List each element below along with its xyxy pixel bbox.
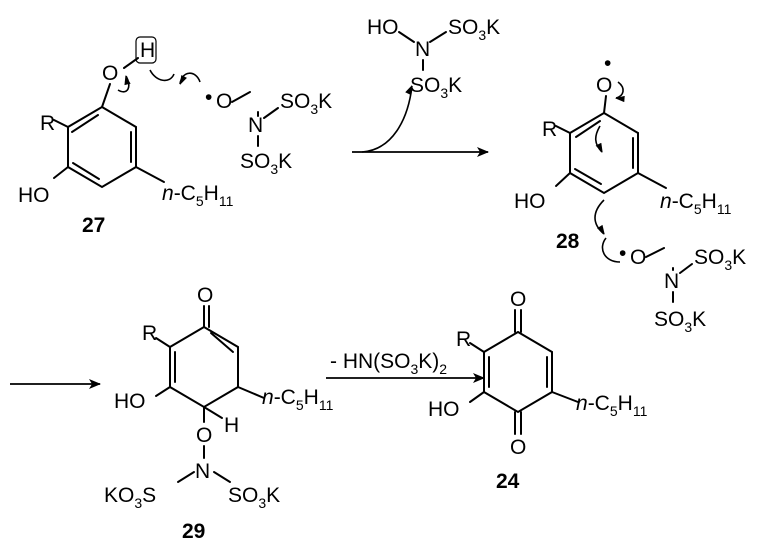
label-N-29: N [195, 460, 210, 483]
curly-arrow-28d [601, 237, 621, 263]
label-HO: HO [514, 190, 546, 213]
bond-C-H-29 [203, 406, 223, 419]
ring-27 [67, 106, 137, 189]
bond-N-S-left-29 [177, 471, 195, 483]
double-bond-28c [574, 168, 602, 185]
ring-24 [483, 331, 553, 414]
label-O-nitroxide: O [216, 90, 232, 113]
bond-pentyl-29 [237, 386, 265, 399]
label-R: R [456, 328, 471, 351]
label-O-bottom-24: O [510, 436, 526, 459]
label-HO: HO [428, 398, 460, 421]
bond-R-27 [53, 119, 69, 128]
bond-R-24 [469, 342, 485, 353]
compound-29: O R HO H n-C5H11 O N KO3S SO3K 29 [104, 284, 334, 543]
step1-arrow [352, 85, 489, 157]
pentyl-27: n-C5H11 [162, 182, 234, 209]
compound-label-28: 28 [556, 230, 580, 253]
compound-28: R HO O • n-C5H11 28 • O N SO3K SO3K [514, 52, 746, 335]
label-O: O [102, 62, 118, 85]
step3-condition: - HN(SO3K)2 [330, 350, 447, 377]
bond-OH-29 [155, 386, 171, 397]
compound-27: R HO O H n-C5H11 27 • O N SO3K SO3K [18, 36, 332, 237]
bond-OH-28 [555, 172, 571, 187]
bond-pentyl-24 [551, 391, 579, 403]
label-R: R [40, 112, 55, 135]
pentyl-29: n-C5H11 [262, 386, 334, 413]
double-bond-29b [210, 332, 234, 353]
bond-N-SO3K-28 [679, 263, 693, 274]
kso3-29: KO3S [104, 484, 156, 511]
label-O-29: O [196, 424, 212, 447]
label-H: H [140, 39, 155, 62]
bond-pentyl-28 [637, 172, 667, 189]
bond-O-N-28 [645, 247, 665, 258]
ring-28 [569, 112, 639, 195]
label-O-carbonyl-29: O [197, 284, 213, 307]
label-O-nitroxide-28: O [630, 246, 646, 269]
bond-R-29 [155, 337, 171, 348]
curly-arrow-28c [594, 199, 605, 235]
bond-R-28 [555, 125, 571, 134]
label-R: R [542, 118, 557, 141]
radical-dot-nitroxide-28: • [619, 242, 626, 265]
curly-arrow-27c [179, 72, 201, 85]
compound-label-27: 27 [82, 214, 105, 237]
bond-OH-24 [469, 391, 485, 403]
double-bond-27a [71, 114, 99, 133]
label-N-28: N [664, 270, 679, 293]
bond-OH-27 [53, 166, 69, 179]
label-H-29: H [224, 414, 239, 437]
step3-arrow: - HN(SO3K)2 [326, 350, 485, 383]
bond-N-SO3K-27 [263, 107, 279, 119]
curly-arrow-28b [594, 125, 603, 153]
so3k-29: SO3K [228, 484, 280, 511]
double-bond-28a [575, 120, 601, 138]
byproduct-hydroxylamine: HO N SO3K SO3K [367, 16, 500, 101]
so3k-bottom-byproduct: SO3K [410, 74, 462, 101]
so3k-top-28: SO3K [694, 246, 746, 273]
bond-HO-N [398, 31, 415, 43]
pentyl-28: n-C5H11 [660, 190, 732, 217]
label-HO: HO [18, 184, 50, 207]
so3k-bottom-27: SO3K [240, 150, 292, 177]
so3k-top-byproduct: SO3K [448, 16, 500, 43]
compound-label-29: 29 [182, 520, 205, 543]
label-HO: HO [114, 390, 146, 413]
radical-dot-28: • [604, 52, 611, 75]
label-O-top-24: O [510, 288, 526, 311]
compound-label-24: 24 [496, 470, 520, 493]
label-HO-byproduct: HO [367, 16, 399, 39]
label-N-27: N [248, 114, 263, 137]
so3k-top-27: SO3K [280, 90, 332, 117]
ring-29 [169, 326, 239, 409]
bond-O-N-27 [231, 91, 251, 103]
double-bond-27c [72, 162, 100, 180]
bond-N-SO3K-byproduct [429, 31, 447, 43]
curly-arrow-27b [149, 69, 175, 82]
bond-N-S-right-29 [213, 471, 231, 483]
pentyl-24: n-C5H11 [576, 392, 648, 419]
radical-dot-27: • [205, 86, 212, 109]
bond-O-28 [603, 95, 607, 114]
curly-arrow-27a [117, 75, 131, 93]
compound-24: O O R HO n-C5H11 24 [428, 288, 648, 493]
h-atom-box [135, 36, 157, 64]
label-O-radical: O [596, 74, 612, 97]
so3k-bottom-28: SO3K [654, 308, 706, 335]
bond-pentyl-27 [135, 166, 165, 183]
bond-O-27 [101, 83, 111, 108]
curly-arrow-28a [615, 81, 625, 103]
label-N-byproduct: N [415, 38, 430, 61]
byproduct-curved-arrow [361, 85, 413, 153]
label-R: R [142, 322, 157, 345]
